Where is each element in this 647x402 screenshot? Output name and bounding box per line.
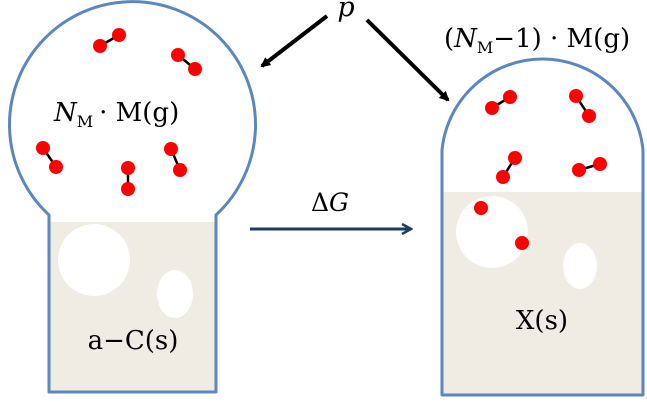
left-vessel-outline xyxy=(8,0,257,394)
adsorbed-atoms xyxy=(474,201,529,250)
molecule xyxy=(164,142,187,177)
left-solid-label: a−C(s) xyxy=(88,326,179,356)
pressure-label: p xyxy=(337,0,354,23)
left-pore-small xyxy=(157,270,193,318)
left-vessel xyxy=(8,0,257,394)
pressure-arrow-left xyxy=(260,14,329,68)
right-gas-molecules xyxy=(485,89,607,184)
molecule xyxy=(121,161,135,196)
adsorbed-atom xyxy=(474,201,488,215)
molecule xyxy=(485,90,517,115)
molecule xyxy=(569,89,596,123)
molecule xyxy=(572,157,607,177)
molecule xyxy=(36,141,63,174)
right-vessel-outline xyxy=(440,57,645,397)
right-gas-label: (NM−1) · M(g) xyxy=(444,24,630,57)
left-gas-label: NM· M(g) xyxy=(53,98,179,131)
right-pore-large xyxy=(456,196,528,268)
gibbs-label: ΔG xyxy=(311,188,349,217)
right-pore-small xyxy=(563,243,597,289)
molecule xyxy=(496,151,522,184)
right-solid-label: X(s) xyxy=(516,306,568,336)
molecule xyxy=(93,28,126,53)
left-pore-large xyxy=(58,224,130,296)
left-gas-molecules xyxy=(36,28,202,196)
pressure-arrow-right xyxy=(365,18,450,102)
right-vessel xyxy=(440,57,645,397)
adsorbed-atom xyxy=(515,236,529,250)
molecule xyxy=(171,48,202,76)
